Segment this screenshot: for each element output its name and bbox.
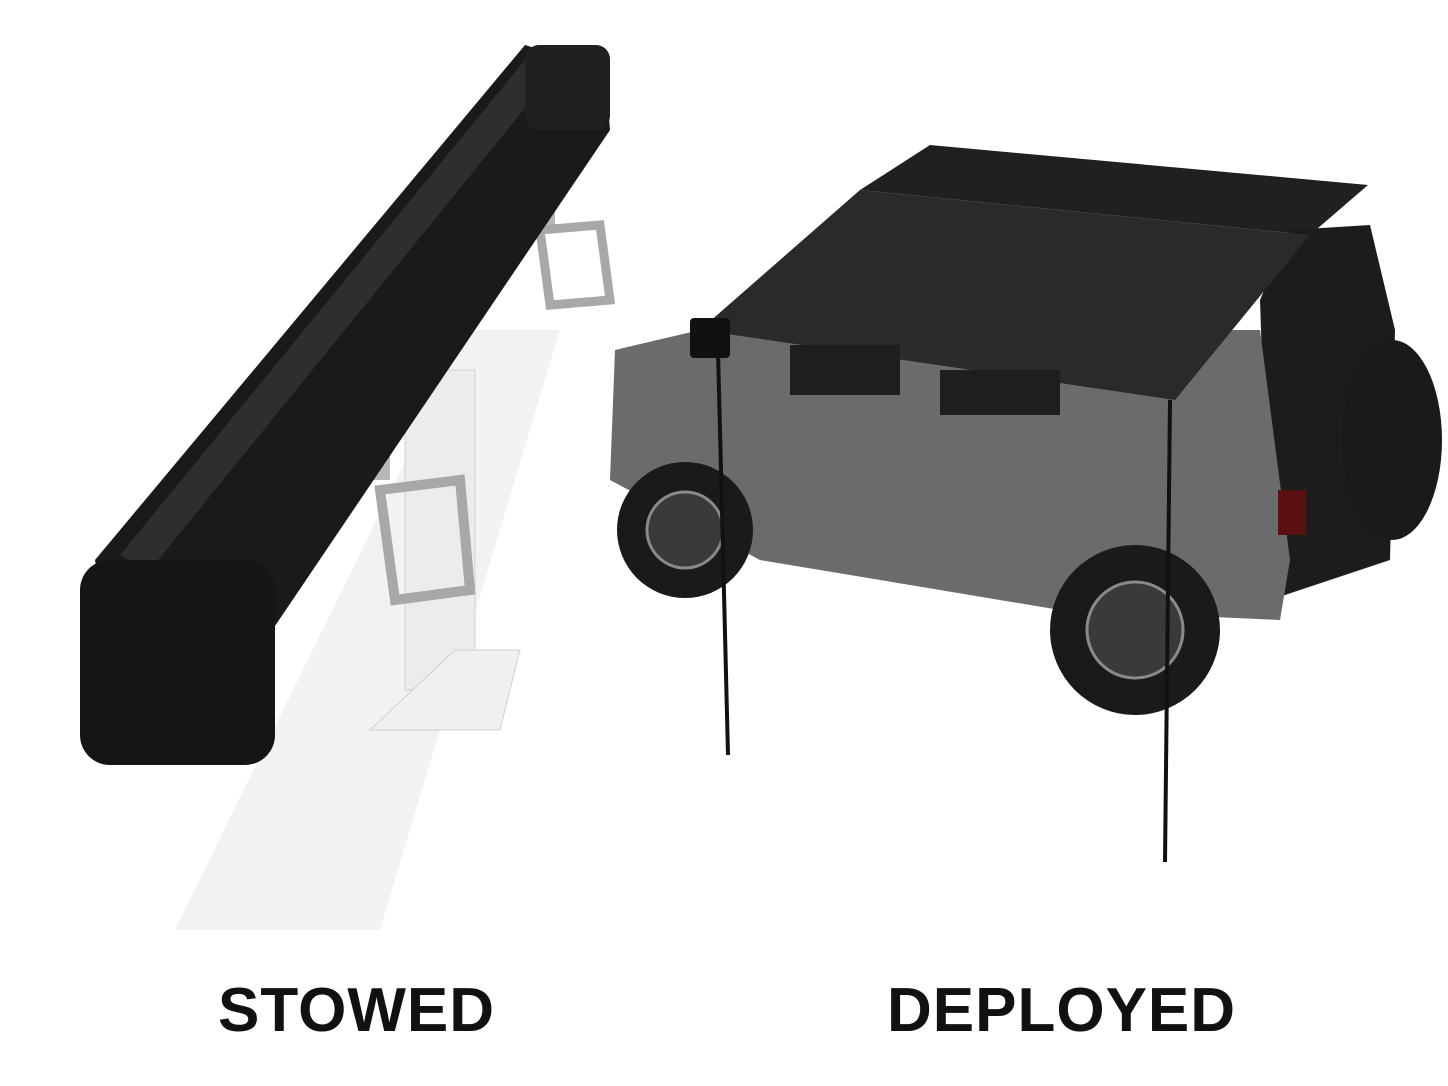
awning-pole-rear [1163,399,1172,863]
deployed-vehicle [610,145,1442,863]
awning-end-cap [80,560,275,765]
awning-top-cap [525,45,610,130]
tail-light [1278,490,1306,535]
stowed-awning [80,45,616,930]
stowed-label: STOWED [218,976,495,1045]
mount-post [368,369,521,731]
roof-rack [860,145,1368,235]
deployed-label: DEPLOYED [887,976,1237,1045]
jeep-window-rear [940,370,1060,415]
rear-rim [1085,580,1185,680]
spare-tire [1342,340,1442,540]
jeep-window-front [790,345,900,395]
awning-roller [690,318,730,358]
awning-pole-front [716,349,730,756]
front-rim [645,490,725,570]
awning-case-highlight [120,60,560,570]
awning-case [95,45,610,700]
